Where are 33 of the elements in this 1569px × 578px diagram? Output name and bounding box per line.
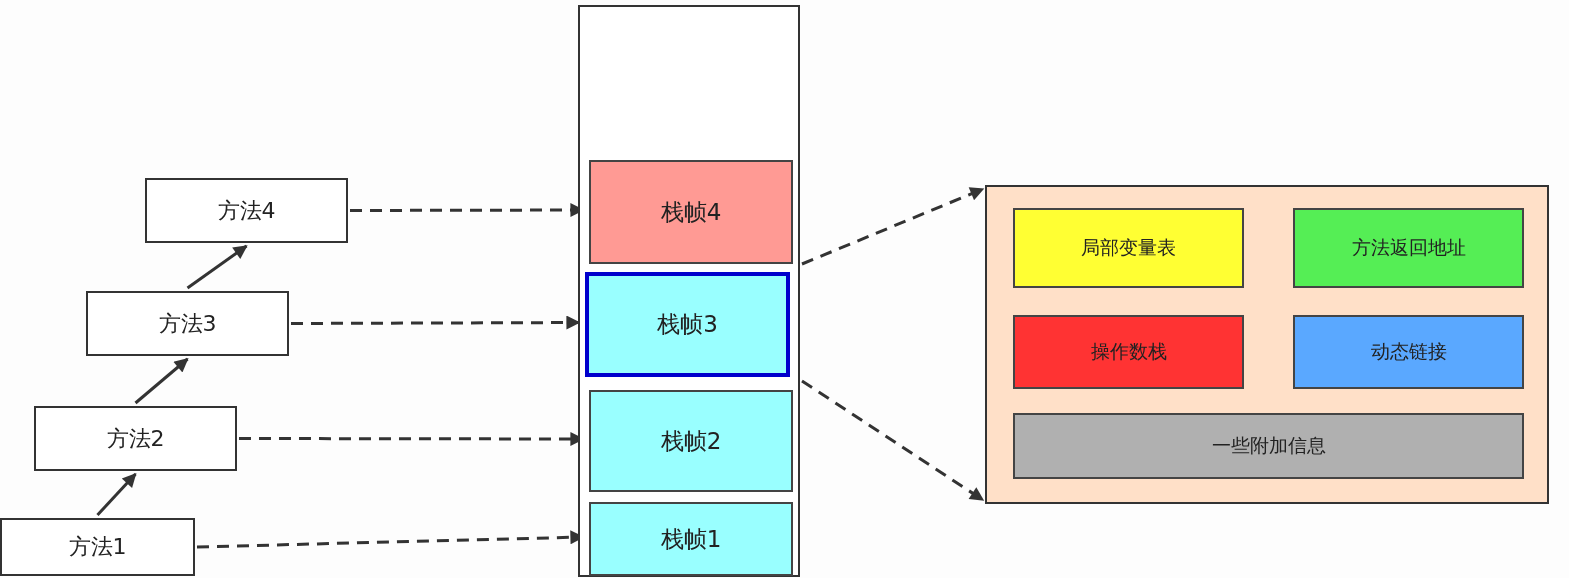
current-stack-frame [585, 272, 790, 377]
node-label: 局部变量表 [1081, 235, 1176, 260]
node-label: 栈帧3 [657, 310, 718, 339]
frame-part-box [1293, 315, 1524, 389]
arrow [186, 244, 248, 290]
stack-frame [589, 502, 793, 576]
node-label: 方法4 [217, 196, 276, 225]
frame-part-box [1013, 208, 1244, 288]
dashed-arrow [801, 187, 985, 266]
node-label: 操作数栈 [1090, 339, 1167, 364]
node-label: 方法返回地址 [1351, 235, 1466, 260]
node-label: 方法1 [68, 533, 127, 561]
frame-part-box [1293, 208, 1524, 288]
node-label: 栈帧1 [660, 524, 722, 554]
node-label: 方法3 [158, 309, 217, 338]
method-box [145, 178, 348, 243]
node-label: 一些附加信息 [1211, 433, 1326, 458]
stack-column [578, 5, 800, 577]
node-label: 栈帧4 [660, 197, 722, 227]
frame-detail-panel [985, 185, 1549, 504]
dashed-arrow [801, 379, 985, 502]
frame-part-box [1013, 413, 1524, 479]
stack-frame [589, 160, 793, 264]
node-label: 动态链接 [1370, 339, 1447, 364]
node-label: 方法2 [106, 424, 165, 453]
method-box [34, 406, 237, 471]
node-label: 栈帧2 [660, 426, 722, 456]
method-box [86, 291, 289, 356]
arrow [134, 357, 189, 405]
method-box [0, 518, 195, 576]
arrow [96, 472, 137, 516]
stack-frame [589, 390, 793, 492]
frame-part-box [1013, 315, 1244, 389]
